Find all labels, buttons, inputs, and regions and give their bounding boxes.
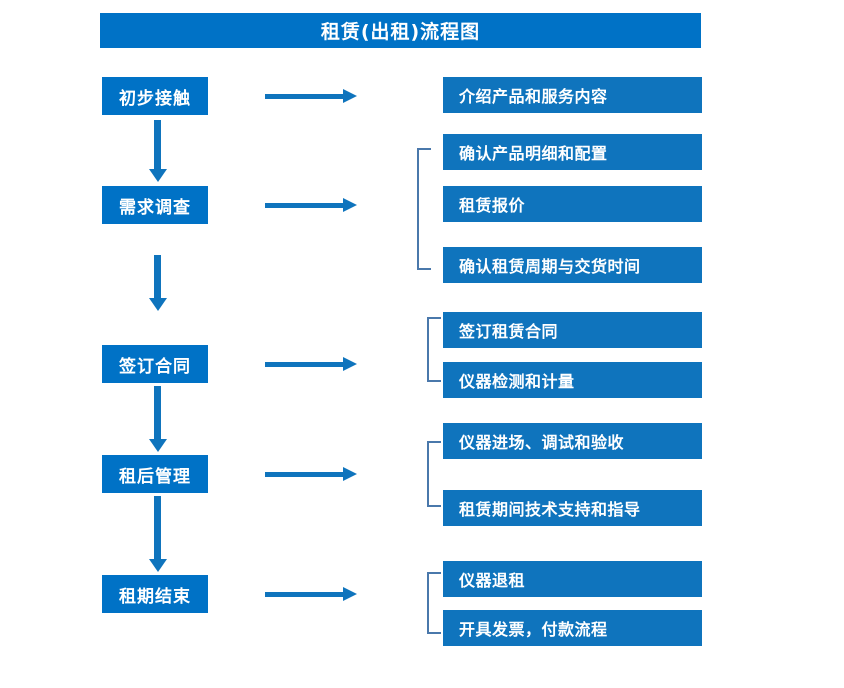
- group-bracket-needs: [417, 148, 431, 270]
- horizontal-arrow-3: [265, 356, 357, 372]
- detail-box-5[interactable]: 签订租赁合同: [443, 312, 702, 348]
- stage-box-1[interactable]: 初步接触: [102, 77, 208, 115]
- stage-box-2[interactable]: 需求调查: [102, 186, 208, 224]
- vertical-arrow-3: [149, 386, 167, 452]
- detail-box-3[interactable]: 租赁报价: [443, 186, 702, 222]
- diagram-title: 租赁(出租)流程图: [100, 13, 701, 48]
- detail-box-6[interactable]: 仪器检测和计量: [443, 362, 702, 398]
- detail-box-4[interactable]: 确认租赁周期与交货时间: [443, 247, 702, 283]
- horizontal-arrow-1: [265, 88, 357, 104]
- group-bracket-management: [427, 441, 441, 507]
- detail-box-7[interactable]: 仪器进场、调试和验收: [443, 423, 702, 459]
- group-bracket-contract: [427, 317, 441, 382]
- vertical-arrow-4: [149, 496, 167, 572]
- group-bracket-end: [427, 572, 441, 634]
- horizontal-arrow-5: [265, 586, 357, 602]
- detail-box-8[interactable]: 租赁期间技术支持和指导: [443, 490, 702, 526]
- detail-box-10[interactable]: 开具发票，付款流程: [443, 610, 702, 646]
- horizontal-arrow-4: [265, 466, 357, 482]
- detail-box-1[interactable]: 介绍产品和服务内容: [443, 77, 702, 113]
- detail-box-2[interactable]: 确认产品明细和配置: [443, 134, 702, 170]
- stage-box-5[interactable]: 租期结束: [102, 575, 208, 613]
- vertical-arrow-2: [149, 255, 167, 311]
- detail-box-9[interactable]: 仪器退租: [443, 561, 702, 597]
- horizontal-arrow-2: [265, 197, 357, 213]
- vertical-arrow-1: [149, 120, 167, 182]
- stage-box-4[interactable]: 租后管理: [102, 455, 208, 493]
- stage-box-3[interactable]: 签订合同: [102, 345, 208, 383]
